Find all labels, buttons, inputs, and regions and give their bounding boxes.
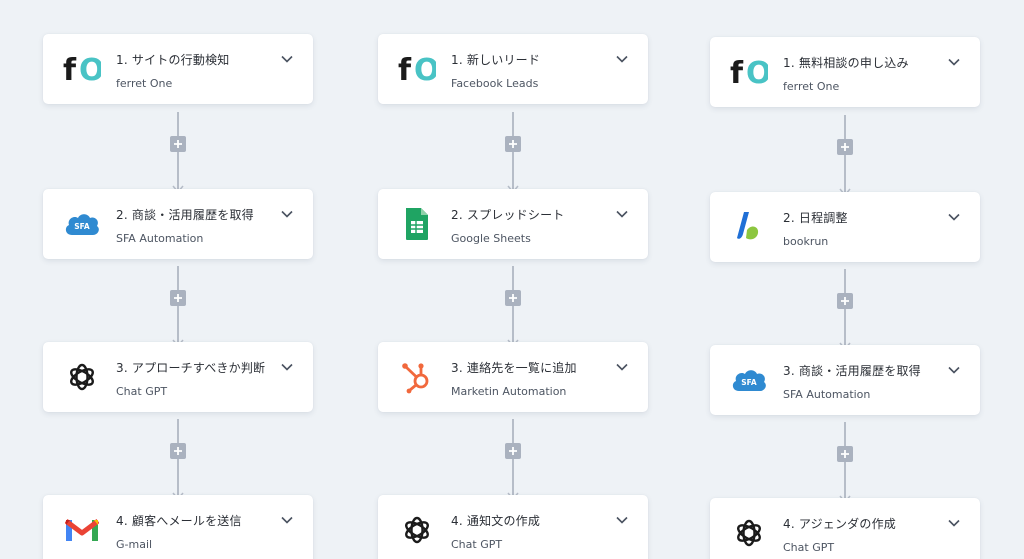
step-card[interactable]: 2. スプレッドシート Google Sheets: [378, 189, 648, 259]
gmail-icon: [63, 511, 101, 549]
step-card[interactable]: 4. 通知文の作成 Chat GPT: [378, 495, 648, 559]
ferret-one-logo-icon: f O: [63, 50, 101, 88]
step-service: Chat GPT: [783, 541, 835, 554]
ferret-one-logo-icon: f O: [398, 50, 436, 88]
plus-icon: [509, 294, 517, 302]
add-step-button[interactable]: [170, 443, 186, 459]
ferret-one-logo-icon: f O: [730, 53, 768, 91]
ferret-logo-f: f: [398, 54, 412, 84]
step-title: 4. 通知文の作成: [451, 514, 541, 528]
step-title: 1. 新しいリード: [451, 53, 541, 67]
plus-icon: [174, 447, 182, 455]
add-step-button[interactable]: [170, 136, 186, 152]
add-step-button[interactable]: [837, 446, 853, 462]
step-title: 3. アプローチすべきか判断: [116, 361, 266, 375]
step-title: 2. 商談・活用履歴を取得: [116, 208, 254, 222]
plus-icon: [174, 294, 182, 302]
add-step-button[interactable]: [170, 290, 186, 306]
step-service: ferret One: [783, 80, 840, 93]
step-card[interactable]: 4. 顧客へメールを送信 G-mail: [43, 495, 313, 559]
sfa-logo-text: SFA: [741, 378, 757, 387]
step-service: bookrun: [783, 235, 829, 248]
chevron-down-icon[interactable]: [614, 512, 630, 528]
step-title: 3. 連絡先を一覧に追加: [451, 361, 577, 375]
chevron-down-icon[interactable]: [614, 359, 630, 375]
bookrun-icon: [730, 208, 768, 246]
step-connector: [163, 266, 193, 350]
ferret-logo-f: f: [730, 57, 744, 87]
chatgpt-icon: [398, 511, 436, 549]
step-service: Chat GPT: [451, 538, 503, 551]
ferret-logo-o: O: [746, 57, 768, 87]
ferret-logo-o: O: [414, 54, 436, 84]
chevron-down-icon[interactable]: [614, 206, 630, 222]
add-step-button[interactable]: [837, 139, 853, 155]
plus-icon: [509, 140, 517, 148]
step-card[interactable]: f O 1. 新しいリード Facebook Leads: [378, 34, 648, 104]
step-connector: [830, 115, 860, 199]
add-step-button[interactable]: [505, 290, 521, 306]
step-service: SFA Automation: [783, 388, 871, 401]
step-service: ferret One: [116, 77, 173, 90]
step-card[interactable]: SFA 2. 商談・活用履歴を取得 SFA Automation: [43, 189, 313, 259]
step-title: 4. アジェンダの作成: [783, 517, 896, 531]
chevron-down-icon[interactable]: [946, 209, 962, 225]
chevron-down-icon[interactable]: [946, 515, 962, 531]
step-card[interactable]: 2. 日程調整 bookrun: [710, 192, 980, 262]
add-step-button[interactable]: [505, 443, 521, 459]
sfa-cloud-icon: SFA: [730, 361, 768, 399]
chevron-down-icon[interactable]: [279, 51, 295, 67]
step-title: 3. 商談・活用履歴を取得: [783, 364, 921, 378]
plus-icon: [841, 450, 849, 458]
chatgpt-icon: [63, 358, 101, 396]
chevron-down-icon[interactable]: [946, 54, 962, 70]
step-title: 1. サイトの行動検知: [116, 53, 230, 67]
step-connector: [163, 419, 193, 503]
step-card[interactable]: f O 1. サイトの行動検知 ferret One: [43, 34, 313, 104]
add-step-button[interactable]: [837, 293, 853, 309]
step-service: SFA Automation: [116, 232, 204, 245]
step-connector: [498, 112, 528, 196]
step-card[interactable]: 3. アプローチすべきか判断 Chat GPT: [43, 342, 313, 412]
step-title: 4. 顧客へメールを送信: [116, 514, 242, 528]
step-connector: [498, 266, 528, 350]
step-connector: [498, 419, 528, 503]
google-sheets-icon: [398, 205, 436, 243]
chevron-down-icon[interactable]: [279, 359, 295, 375]
plus-icon: [841, 143, 849, 151]
step-title: 2. 日程調整: [783, 211, 848, 225]
sfa-cloud-icon: SFA: [63, 205, 101, 243]
add-step-button[interactable]: [505, 136, 521, 152]
sfa-logo-text: SFA: [74, 222, 90, 231]
step-service: Chat GPT: [116, 385, 168, 398]
chevron-down-icon[interactable]: [279, 512, 295, 528]
hubspot-icon: [398, 358, 436, 396]
step-title: 2. スプレッドシート: [451, 208, 565, 222]
step-connector: [830, 269, 860, 353]
chevron-down-icon[interactable]: [946, 362, 962, 378]
step-service: Google Sheets: [451, 232, 531, 245]
step-card[interactable]: 3. 連絡先を一覧に追加 Marketin Automation: [378, 342, 648, 412]
step-service: Marketin Automation: [451, 385, 567, 398]
ferret-logo-o: O: [79, 54, 101, 84]
step-card[interactable]: f O 1. 無料相談の申し込み ferret One: [710, 37, 980, 107]
step-card[interactable]: SFA 3. 商談・活用履歴を取得 SFA Automation: [710, 345, 980, 415]
plus-icon: [841, 297, 849, 305]
chatgpt-icon: [730, 514, 768, 552]
plus-icon: [509, 447, 517, 455]
chevron-down-icon[interactable]: [279, 206, 295, 222]
step-title: 1. 無料相談の申し込み: [783, 56, 909, 70]
step-service: Facebook Leads: [451, 77, 539, 90]
step-connector: [163, 112, 193, 196]
step-connector: [830, 422, 860, 506]
plus-icon: [174, 140, 182, 148]
chevron-down-icon[interactable]: [614, 51, 630, 67]
ferret-logo-f: f: [63, 54, 77, 84]
step-service: G-mail: [116, 538, 153, 551]
step-card[interactable]: 4. アジェンダの作成 Chat GPT: [710, 498, 980, 559]
